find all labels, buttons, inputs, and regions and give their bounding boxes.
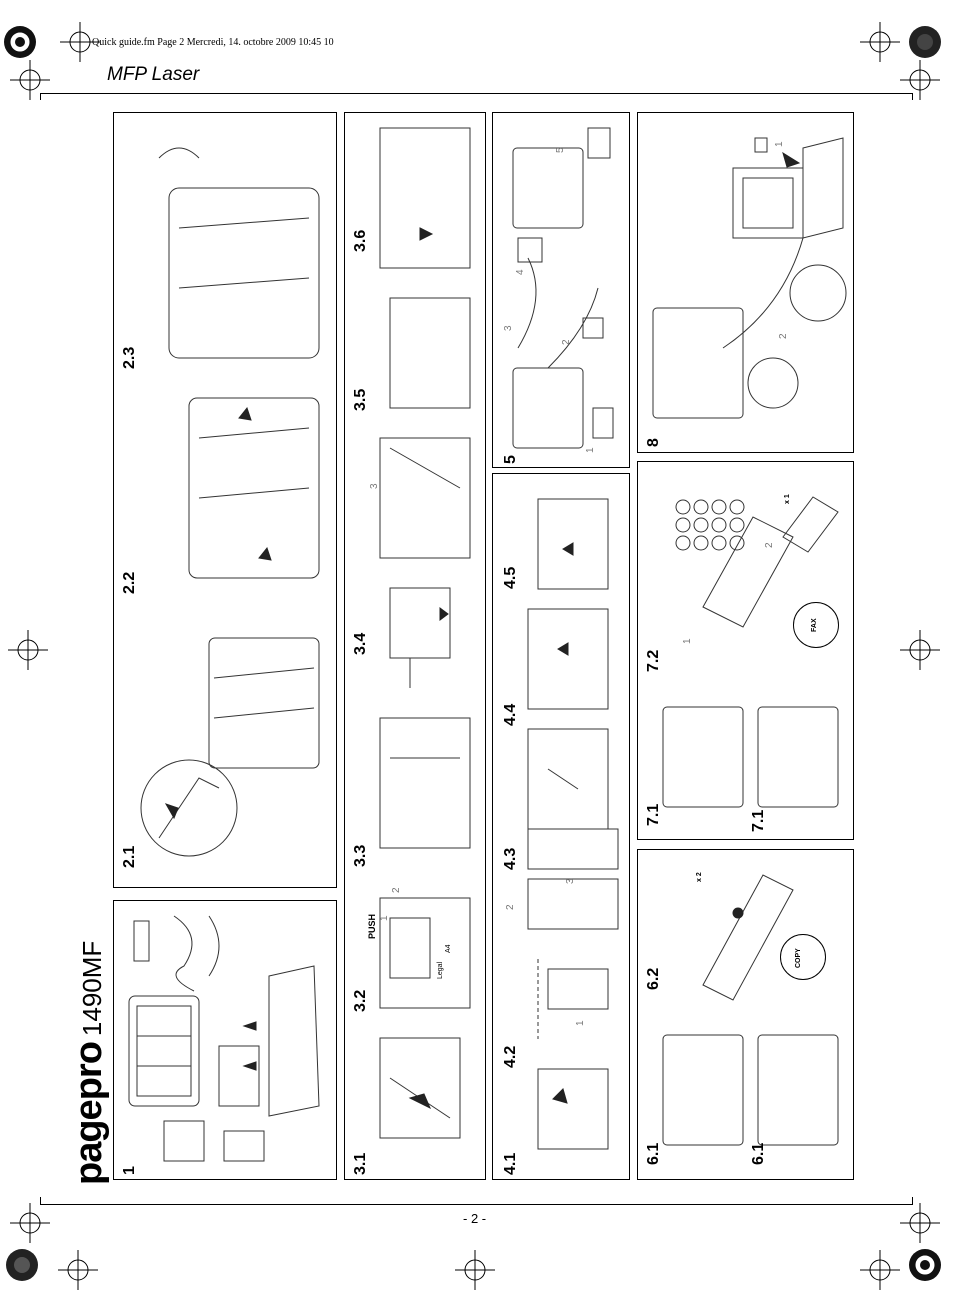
crosshair-mark-left-upper [10,60,50,100]
crosshair-mark-left-lower [10,1203,50,1243]
callout-num-3: 3 [369,483,380,489]
a4-callout: A4 [445,944,452,953]
panel-step-4: 1 2 3 [492,473,630,1180]
registration-wheel-top-right [909,26,941,58]
panel-step-3: PUSH Legal A4 1 2 3 [344,112,486,1180]
fax-test-illustration [662,496,839,808]
panel-step-7: FAX 1 2 x 1 [637,461,854,840]
file-info: Quick guide.fm Page 2 Mercredi, 14. octo… [92,37,334,48]
panel-step-2 [113,112,337,888]
pc-connection-illustration [652,137,847,419]
fax-button-callout: FAX [793,602,839,648]
footer-rule [40,1204,913,1205]
legal-callout: Legal [437,961,444,979]
push-callout: PUSH [367,913,377,939]
step-label-2-1: 2.1 [121,845,138,868]
crosshair-mark-right-upper [900,60,940,100]
footer-rule-tick-right [912,1197,913,1204]
registration-wheel-bottom-left [6,1249,38,1281]
power-step-1: 1 [585,447,596,453]
step-label-2-3: 2.3 [121,346,138,369]
callout-num-1: 1 [379,915,390,921]
toner-step-2: 2 [505,904,516,910]
fax-button-label: FAX [811,618,818,632]
step-label-4-3: 4.3 [502,847,519,870]
step-label-1: 1 [121,1166,138,1175]
toner-step-3: 3 [565,878,576,884]
crosshair-mark-left-middle [8,630,48,670]
copy-button-callout: COPY [780,934,826,980]
crosshair-mark-bottom-left [58,1250,98,1290]
step-label-3-4: 3.4 [352,632,369,655]
panel-step-8: 2 1 [637,112,854,453]
header-rule [40,93,913,94]
panel-step-1 [113,900,337,1180]
copy-times-callout: x 2 [696,872,703,882]
product-line-title: MFP Laser [107,64,200,85]
step-label-3-1: 3.1 [352,1152,369,1175]
page-number: - 2 - [463,1211,487,1226]
crosshair-mark-right-middle [900,630,940,670]
callout-num-2: 2 [391,887,402,893]
power-step-3: 3 [503,325,514,331]
step-label-4-1: 4.1 [502,1152,519,1175]
crosshair-mark-bottom-center [455,1250,495,1290]
toner-cartridge-illustration [527,498,619,1150]
package-contents-illustration [128,915,320,1162]
brand-name: pagepro [68,1042,110,1185]
crosshair-mark-top-left [60,22,100,62]
step-label-6-1a: 6.1 [645,1142,662,1165]
step-label-2-2: 2.2 [121,571,138,594]
registration-wheel-bottom-right [909,1249,941,1281]
power-connection-illustration [512,127,614,449]
panel-step-5: 1 2 3 4 5 [492,112,630,468]
step-label-3-6: 3.6 [352,229,369,252]
header-rule-tick-left [40,93,41,100]
copy-test-illustration [662,874,839,1146]
power-step-5: 5 [555,147,566,153]
paper-tray-illustration [379,127,471,1139]
panel-step-6: COPY x 2 [637,849,854,1180]
header-rule-tick-right [912,93,913,100]
fax-step-1: 1 [682,638,693,644]
crosshair-mark-top-right [860,22,900,62]
footer-rule-tick-left [40,1197,41,1204]
step-label-8: 8 [645,438,662,447]
brand-model: 1490MF [77,940,107,1037]
step-label-6-1b: 6.1 [750,1142,767,1165]
crosshair-mark-bottom-right [860,1250,900,1290]
step-label-7-2: 7.2 [645,649,662,672]
brand-logo: pagepro 1490MF [68,941,111,1185]
step-label-3-2: 3.2 [352,989,369,1012]
step-label-3-3: 3.3 [352,844,369,867]
step-label-3-5: 3.5 [352,388,369,411]
step-label-4-4: 4.4 [502,703,519,726]
toner-step-1: 1 [575,1020,586,1026]
fax-step-2: 2 [764,542,775,548]
copy-button-label: COPY [795,948,802,968]
pc-step-1: 1 [774,141,785,147]
crosshair-mark-right-lower [900,1203,940,1243]
step-label-4-5: 4.5 [502,566,519,589]
fax-times-callout: x 1 [784,494,791,504]
step-label-7-1a: 7.1 [645,803,662,826]
power-step-4: 4 [515,269,526,275]
registration-wheel-top-left [4,26,36,58]
step-label-5: 5 [502,455,519,464]
power-step-2: 2 [561,339,572,345]
pc-step-2: 2 [778,333,789,339]
step-label-6-2: 6.2 [645,967,662,990]
step-label-4-2: 4.2 [502,1045,519,1068]
step-label-7-1b: 7.1 [750,809,767,832]
scanner-unlock-illustration [140,147,320,857]
